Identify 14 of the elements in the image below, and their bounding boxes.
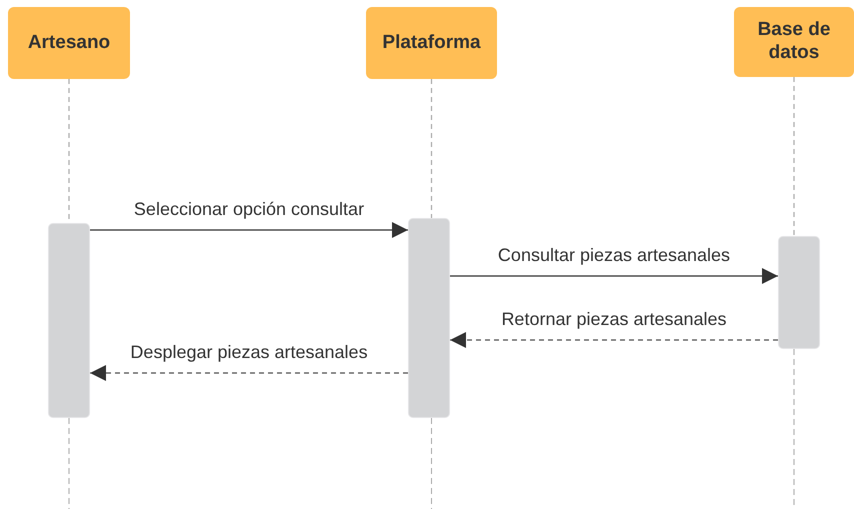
activation-bar <box>408 218 450 418</box>
activation-bar <box>778 236 820 349</box>
participant-box: Base de datos <box>734 7 854 77</box>
message-arrow <box>90 365 408 381</box>
participant-box: Plataforma <box>366 7 497 79</box>
message-arrow <box>450 332 778 348</box>
participant-box: Artesano <box>8 7 130 79</box>
lifeline <box>793 77 795 236</box>
lifeline <box>430 79 432 218</box>
message-arrow <box>450 268 778 284</box>
activation-bar <box>48 223 90 418</box>
message-arrow <box>90 222 408 238</box>
message-label: Consultar piezas artesanales <box>496 245 732 266</box>
message-label: Seleccionar opción consultar <box>132 199 366 220</box>
